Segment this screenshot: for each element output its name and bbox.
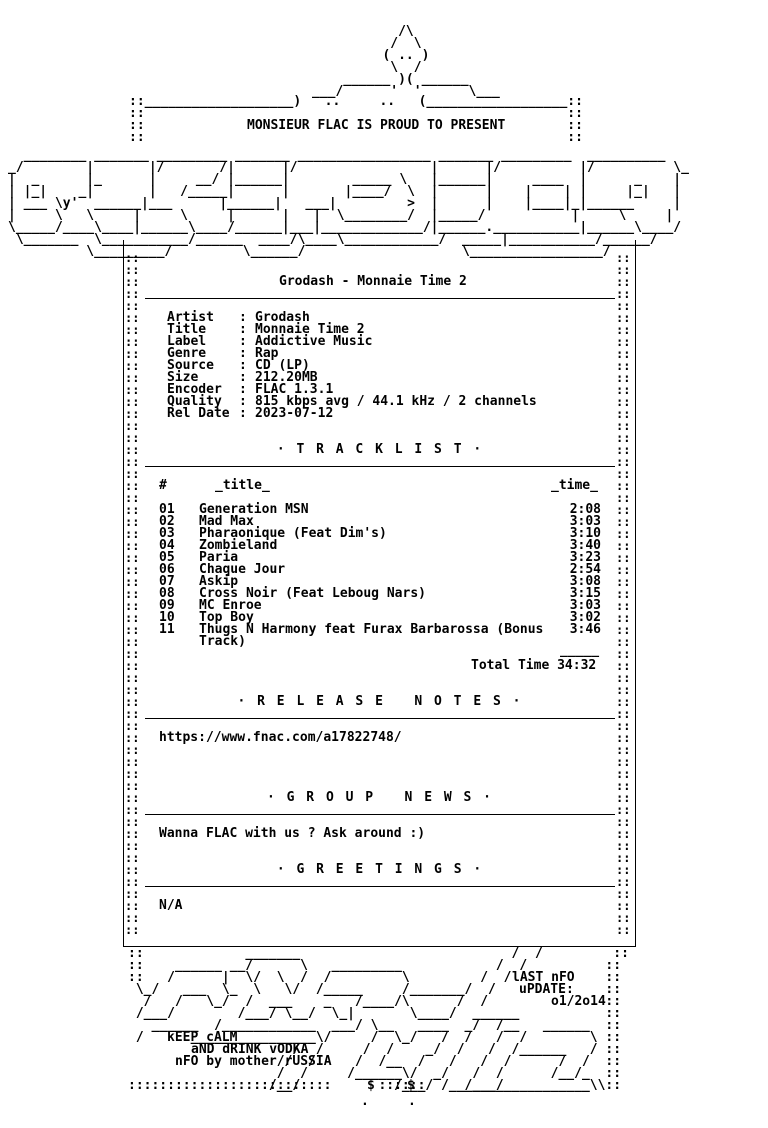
field-row-genre: Genre: Rap (167, 346, 279, 361)
frame-left-dots: :: :: :: :: :: :: :: :: :: :: :: :: :: :… (125, 251, 140, 937)
frame-right-line (635, 240, 636, 946)
greetings-text: N/A (159, 898, 183, 913)
divider (145, 298, 615, 299)
frame-right-dots: :: :: :: :: :: :: :: :: :: :: :: :: :: :… (616, 251, 631, 937)
release-title: Grodash - Monnaie Time 2 (279, 274, 467, 289)
tracklist-heading: · T R A C K L I S T · (276, 442, 484, 457)
release-info: Artist: Grodash Title: Monnaie Time 2 La… (167, 310, 537, 421)
greetings-heading: · G R E E T I N G S · (276, 862, 484, 877)
dollar-sign: $ (367, 1078, 375, 1093)
release-notes-heading: · R E L E A S E N O T E S · (237, 694, 523, 709)
group-news-text: Wanna FLAC with us ? Ask around :) (159, 826, 426, 841)
top-ornament-art: /\ / \ ( .. ) \ / ______ )( ______ ___/ … (312, 24, 500, 99)
last-nfo-label: lAST nFO (512, 970, 575, 985)
field-row-artist: Artist: Grodash (167, 310, 310, 325)
group-news-heading: · G R O U P N E W S · (266, 790, 493, 805)
field-row-encoder: Encoder: FLAC 1.3.1 (167, 382, 334, 397)
nfo-by-text: nFO by mother/rUSSIA (175, 1054, 332, 1069)
frame-left-line (123, 240, 124, 946)
field-row-source: Source: CD (LP) (167, 358, 310, 373)
tracklist-col-num: # (159, 478, 167, 493)
field-row-size: Size: 212.20MB (167, 370, 318, 385)
top-banner-border: ::___________________) .. .. (__________… (129, 94, 583, 145)
field-row-rel-date: Rel Date: 2023-07-12 (167, 406, 334, 421)
update-label: uPDATE: (519, 982, 574, 997)
dot-ornament: . . (361, 1094, 416, 1109)
divider (145, 718, 615, 719)
divider (145, 814, 615, 815)
divider (145, 466, 615, 467)
tracklist-col-time: _time_ (551, 478, 598, 493)
field-row-quality: Quality: 815 kbps avg / 44.1 kHz / 2 cha… (167, 394, 537, 409)
drink-vodka-text: aND dRINK vODKA (191, 1042, 309, 1057)
footer-bottom-dots: :::::::::::::::::::::::::: :::::: /_____… (128, 1078, 598, 1093)
divider (145, 886, 615, 887)
frame-bottom-line (123, 946, 636, 947)
footer-logo-art: :: _______ / / :: :: ______ __/ \ ______… (128, 946, 629, 1093)
field-row-title: Title: Monnaie Time 2 (167, 322, 365, 337)
release-notes-link[interactable]: https://www.fnac.com/a17822748/ (159, 730, 402, 745)
update-date: o1/2o14 (551, 994, 606, 1009)
total-time-underline: _____ (560, 643, 600, 658)
dollar-sign: $ (407, 1078, 415, 1093)
field-row-label: Label: Addictive Music (167, 334, 373, 349)
total-time: Total Time 34:32 (471, 658, 597, 673)
tracklist-col-title: _title_ (215, 478, 270, 493)
present-line: MONSIEUR FLAC IS PROUD TO PRESENT (247, 118, 506, 133)
keep-calm-text: kEEP cALM (167, 1030, 238, 1045)
logo-art: ________ _______ _________ _______ _____… (8, 148, 689, 259)
